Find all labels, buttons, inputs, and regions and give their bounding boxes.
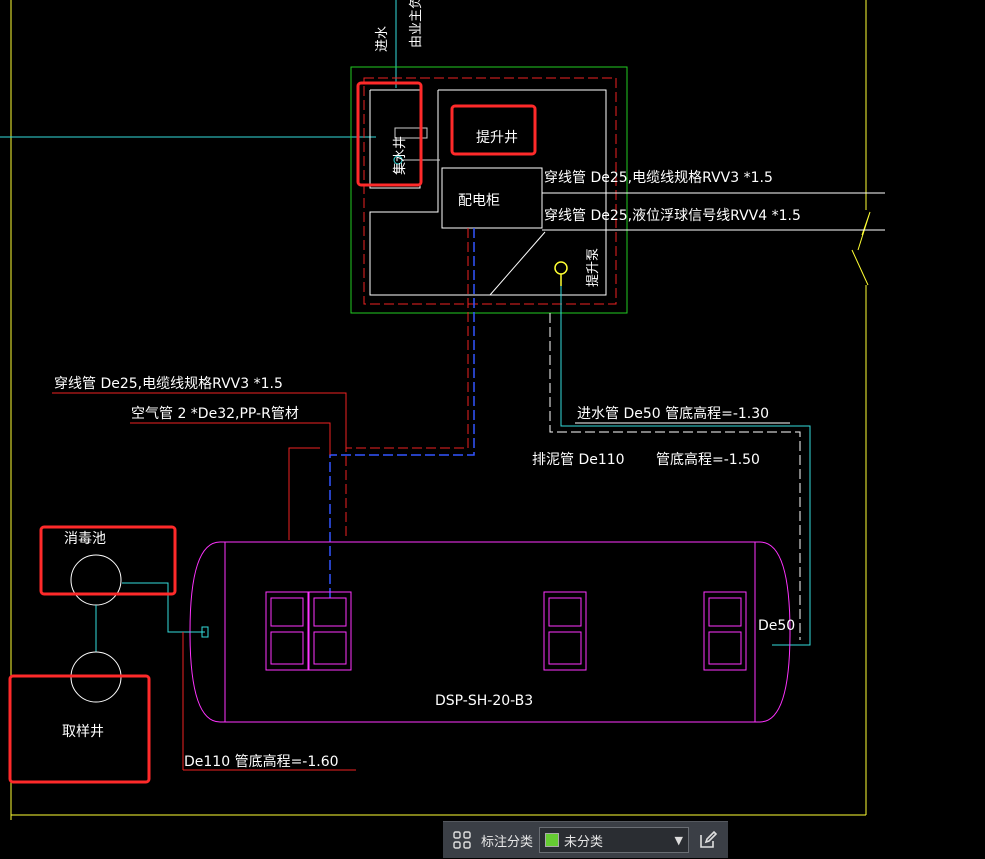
label-sludge-elevation: 管底高程=-1.50: [656, 451, 760, 468]
label-lift-pump: 提升泵: [585, 248, 601, 287]
cad-canvas[interactable]: 进水 由业主负 集水井 提升井 配电柜 穿线管 De25,电缆线规格RVV3 *…: [0, 0, 985, 820]
highlight-sampling-well[interactable]: [8, 674, 151, 784]
label-cable-2: 穿线管 De25,液位浮球信号线RVV4 *1.5: [544, 208, 801, 224]
sludge-pipe: [549, 313, 801, 640]
manhole-group-2: [543, 591, 587, 671]
label-air-pipe: 空气管 2 *De32,PP-R管材: [131, 406, 299, 422]
label-disinfect-pool: 消毒池: [64, 531, 106, 547]
label-from-main: 由业主负: [409, 0, 424, 48]
grid-icon[interactable]: [443, 822, 481, 859]
label-tank-model: DSP-SH-20-B3: [435, 693, 533, 709]
break-symbol-bottom: [851, 249, 869, 286]
label-sampling-well: 取样井: [62, 724, 104, 740]
category-color-swatch: [545, 833, 560, 847]
category-label: 标注分类: [481, 834, 534, 850]
label-inlet-pipe: 进水管 De50 管底高程=-1.30: [577, 405, 769, 422]
outlet-pipe: [122, 582, 205, 633]
label-cable-1: 穿线管 De25,电缆线规格RVV3 *1.5: [544, 170, 773, 186]
manhole-group-3: [703, 591, 747, 671]
highlight-lift-well[interactable]: [450, 104, 537, 156]
conduit-branch: [288, 447, 320, 540]
break-symbol-top: [857, 211, 871, 251]
pipe-fitting: [394, 127, 428, 139]
label-de110-outlet: De110 管底高程=-1.60: [184, 753, 339, 770]
drain-well-chamber: [369, 89, 421, 189]
label-de50: De50: [758, 618, 795, 634]
air-pipe-blue: [329, 228, 475, 600]
lift-pump-icon: [554, 261, 568, 275]
inlet-pipe: [560, 286, 811, 646]
pit-outline: [350, 66, 628, 314]
treatment-tank: [189, 541, 791, 723]
chevron-down-icon: ▼: [674, 833, 684, 847]
pit-wall-dashed: [363, 77, 617, 305]
manhole-group-1: [265, 591, 352, 671]
category-selected: 未分类: [564, 834, 604, 850]
label-leader-cable: [52, 392, 347, 448]
highlight-disinfect-pool[interactable]: [39, 525, 177, 596]
annotation-toolbar: 标注分类 未分类 ▼: [443, 821, 728, 858]
label-drain-well: 集水井: [392, 136, 408, 175]
highlight-drain-well[interactable]: [356, 81, 423, 187]
label-cabinet: 配电柜: [458, 193, 500, 209]
label-inlet-vertical: 进水: [375, 26, 390, 52]
label-cable-3: 穿线管 De25,电缆线规格RVV3 *1.5: [54, 376, 283, 392]
outlet-flange: [201, 626, 209, 638]
distribution-cabinet: [441, 167, 543, 229]
category-select[interactable]: 未分类 ▼: [539, 827, 690, 853]
label-lift-well: 提升井: [476, 130, 518, 146]
label-sludge-pipe: 排泥管 De110: [532, 452, 625, 468]
lift-well-chamber: [369, 89, 607, 296]
disinfect-pool-circle: [70, 554, 122, 606]
edit-icon[interactable]: [689, 822, 727, 859]
leader-line: [489, 231, 546, 296]
cable-conduit-red: [345, 228, 469, 540]
label-leader-air: [130, 422, 331, 455]
